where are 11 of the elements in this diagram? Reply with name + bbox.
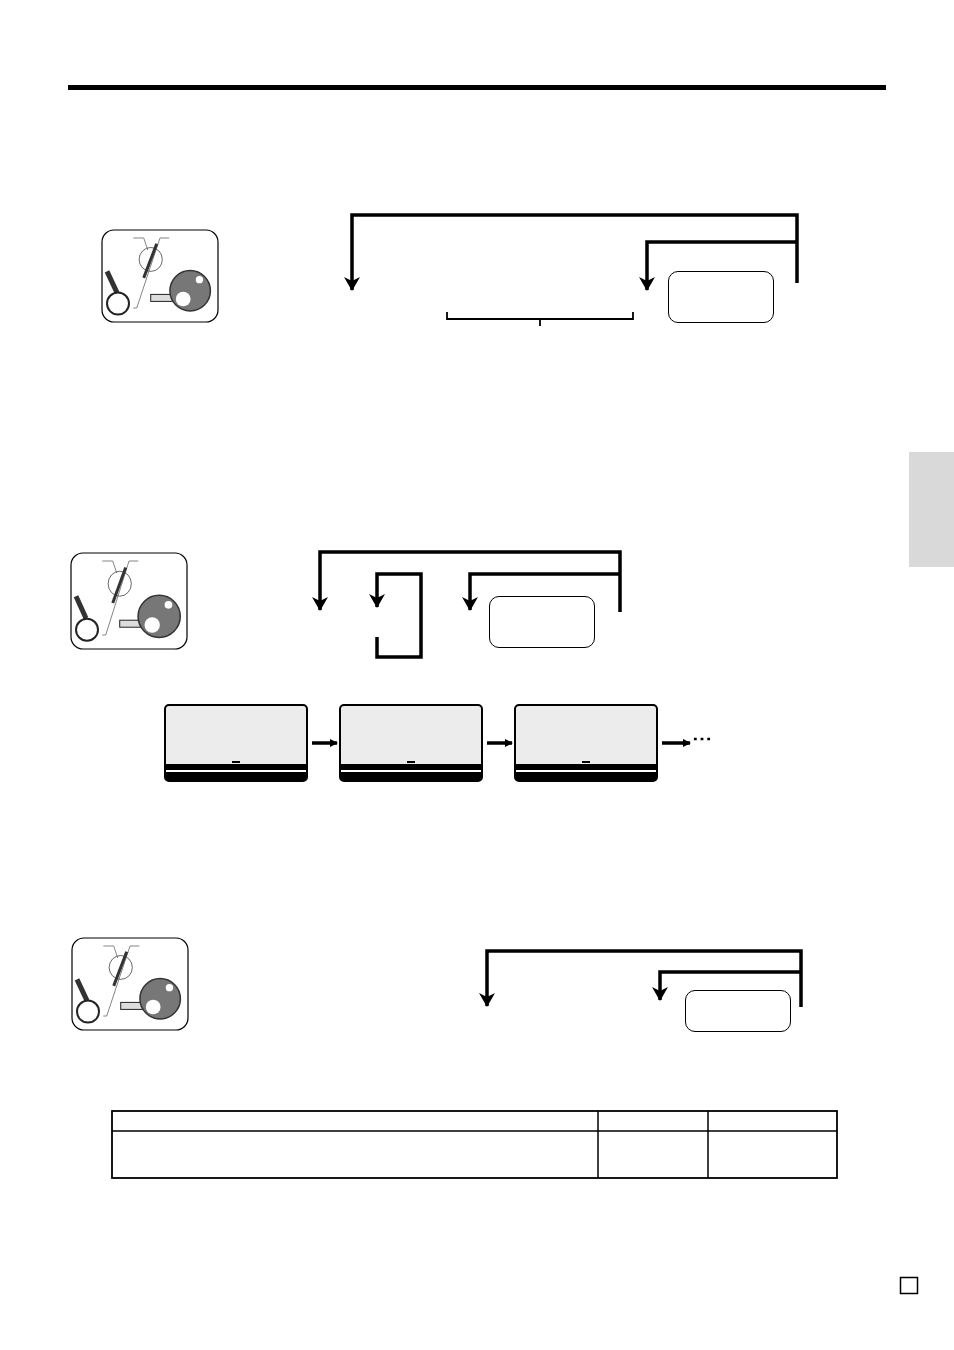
side-tab [909, 452, 954, 567]
key-box [668, 271, 774, 323]
display-screen [164, 704, 308, 782]
display-screen [339, 704, 483, 782]
ellipsis: ⋯ [692, 730, 718, 746]
key-box [685, 990, 791, 1032]
key-box [489, 596, 595, 648]
arrow [487, 739, 513, 747]
arrow [662, 739, 691, 747]
display-screen [514, 704, 658, 782]
arrow [312, 739, 338, 747]
